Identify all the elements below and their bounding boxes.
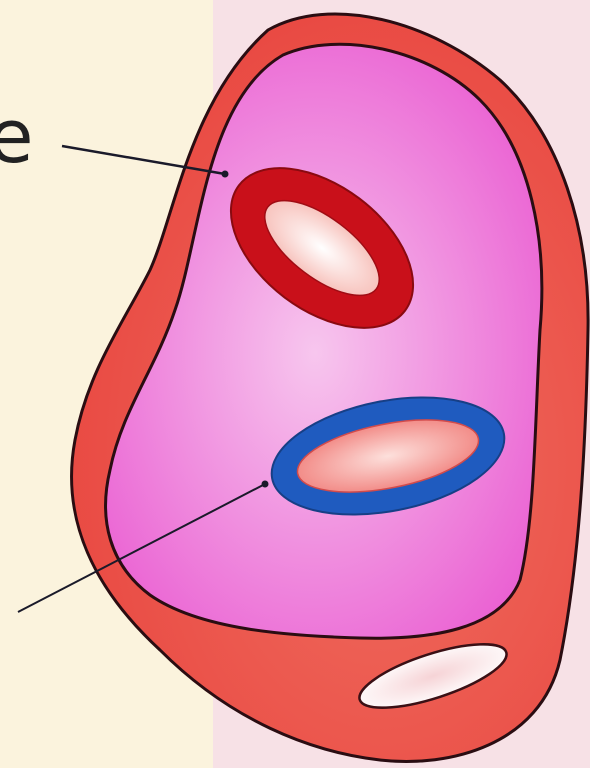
inner-tissue xyxy=(106,44,542,638)
